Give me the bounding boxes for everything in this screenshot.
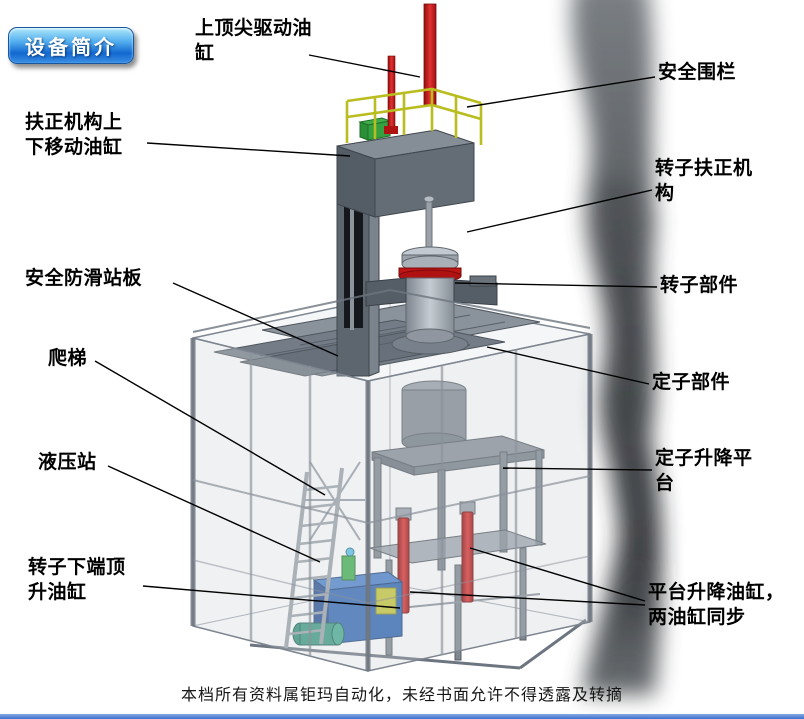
footer-copyright: 本档所有资料属钜玛自动化，未经书面允许不得透露及转摘 <box>180 687 623 704</box>
leader-line <box>502 467 653 471</box>
support-truss <box>305 461 365 541</box>
label-rotor-bottom-jack-cylinder: 转子下端顶 升油缸 <box>28 557 126 604</box>
label-safety-fence: 安全围栏 <box>658 62 737 83</box>
leader-line <box>454 282 658 288</box>
rotor-assembly <box>365 195 498 355</box>
leader-line <box>486 346 650 385</box>
label-anti-slip-standing-plate: 安全防滑站板 <box>25 268 143 289</box>
leader-line <box>94 360 326 496</box>
stator-lift-platform-structure <box>249 380 587 670</box>
leader-line <box>466 76 656 108</box>
safety-railing <box>345 87 483 145</box>
leader-line <box>107 465 321 563</box>
leader-line <box>466 189 653 233</box>
label-rotor-centering-mechanism: 转子扶正机 构 <box>655 158 753 205</box>
label-centering-mechanism-cylinder: 扶正机构上 下移动油缸 <box>25 112 123 159</box>
press-head <box>336 129 475 218</box>
leader-lines <box>94 54 658 609</box>
label-stator-component: 定子部件 <box>652 372 731 393</box>
leader-line <box>308 54 421 78</box>
cast-shadow <box>571 0 662 695</box>
leader-line <box>146 142 351 157</box>
leader-line <box>469 547 646 602</box>
label-rotor-component: 转子部件 <box>660 275 739 296</box>
label-top-center-drive-cylinder: 上顶尖驱动油 缸 <box>195 18 313 65</box>
label-hydraulic-station: 液压站 <box>38 452 97 473</box>
label-stator-lift-platform: 定子升降平 台 <box>655 448 753 495</box>
bottom-divider <box>0 714 804 719</box>
section-badge: 设备简介 <box>8 27 134 64</box>
top-drive-cylinder-rod <box>384 3 437 134</box>
label-ladder: 爬梯 <box>48 348 88 369</box>
leader-line <box>409 591 646 606</box>
enclosure-cage-front <box>190 288 593 672</box>
leader-line <box>142 585 401 609</box>
label-platform-lift-cylinders: 平台升降油缸， 两油缸同步 <box>648 582 785 629</box>
leader-line <box>172 282 339 357</box>
